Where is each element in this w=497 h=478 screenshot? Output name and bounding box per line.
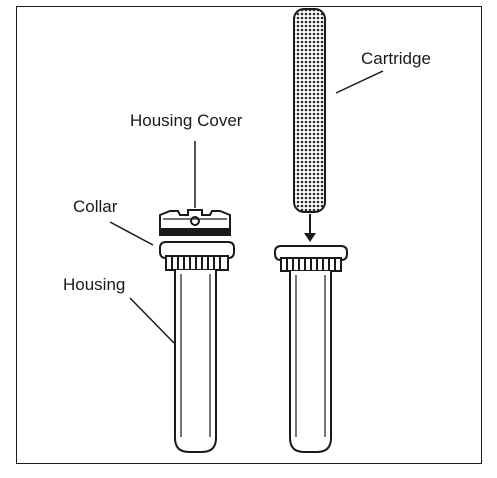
housing-leader — [129, 297, 175, 344]
insert-arrow-icon — [304, 214, 316, 242]
leader-lines — [109, 70, 384, 344]
collar-label: Collar — [73, 197, 118, 216]
left-housing-body — [174, 270, 217, 453]
cartridge — [293, 8, 326, 213]
housing-cover — [159, 209, 231, 236]
collar-leader — [109, 221, 154, 246]
right-collar — [274, 245, 348, 272]
diagram-frame — [16, 6, 482, 464]
housing-cover-label: Housing Cover — [130, 111, 243, 130]
left-collar — [159, 241, 235, 271]
cartridge-label: Cartridge — [361, 49, 431, 68]
right-housing-body — [289, 271, 332, 453]
housing-label: Housing — [63, 275, 126, 294]
cartridge-leader — [335, 70, 384, 94]
